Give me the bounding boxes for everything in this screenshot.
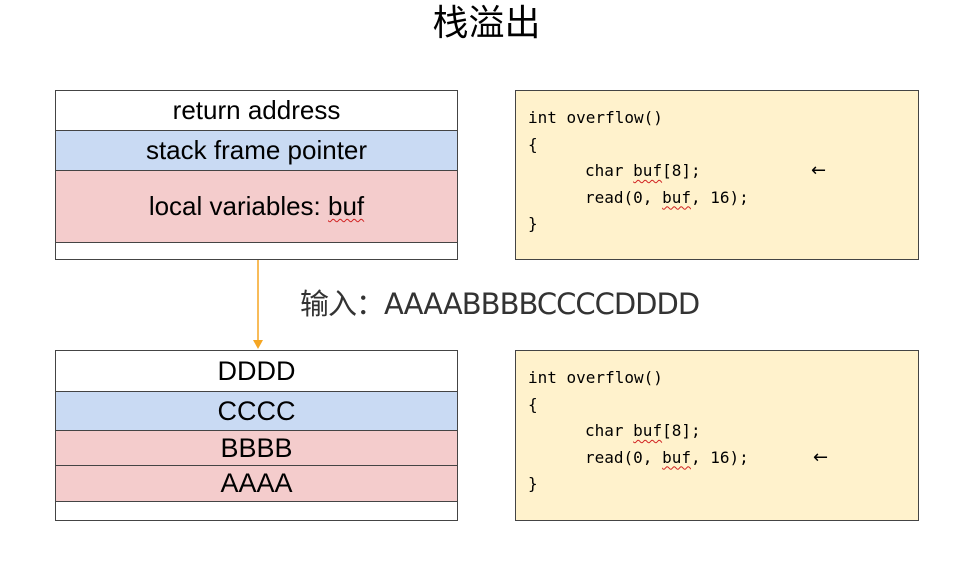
code-token: , 16);	[690, 447, 749, 467]
code-line: {	[528, 134, 538, 154]
code-token: read(0,	[585, 447, 663, 467]
code-token: [8];	[662, 421, 701, 440]
code-token: [8];	[662, 161, 701, 180]
code-line-read: read(0, buf, 16); ←	[528, 445, 918, 472]
code-line: {	[528, 394, 538, 414]
input-label: 输入：AAAABBBBCCCCDDDD	[300, 287, 700, 321]
current-line-arrow-icon: ←	[811, 160, 827, 181]
stack-cell-empty	[56, 243, 457, 259]
down-arrow-icon	[253, 260, 263, 349]
code-line: int overflow()	[528, 368, 663, 387]
code-token: char	[585, 421, 634, 440]
code-line-buf-decl: char buf[8];	[528, 418, 918, 445]
stack-after: DDDD CCCC BBBB AAAA	[55, 350, 458, 521]
code-block-after: int overflow() { char buf[8]; read(0, bu…	[515, 350, 919, 521]
stack-cell-bbbb: BBBB	[56, 431, 457, 466]
code-token-buf: buf	[662, 187, 691, 207]
code-line: }	[528, 474, 538, 493]
stack-cell-frame-pointer: stack frame pointer	[56, 131, 457, 171]
stack-cell-local-variables: local variables: buf	[56, 171, 457, 243]
code-token: char	[585, 161, 634, 180]
stack-cell-return-address: return address	[56, 91, 457, 131]
code-token-buf: buf	[633, 161, 663, 180]
code-token-buf: buf	[662, 447, 691, 467]
stack-before: return address stack frame pointer local…	[55, 90, 458, 260]
code-line: int overflow()	[528, 108, 663, 127]
local-variables-label: local variables:	[148, 191, 329, 221]
local-variables-buf: buf	[328, 191, 365, 221]
stack-cell-empty	[56, 502, 457, 520]
stack-cell-aaaa: AAAA	[56, 466, 457, 502]
code-line: }	[528, 214, 538, 233]
code-block-before: int overflow() { char buf[8];← read(0, b…	[515, 90, 919, 260]
current-line-arrow-icon: ←	[813, 446, 829, 468]
code-token-buf: buf	[633, 421, 663, 440]
diagram-title: 栈溢出	[432, 3, 541, 44]
stack-cell-dddd: DDDD	[56, 351, 457, 392]
code-line-buf-decl: char buf[8]; ←	[528, 158, 918, 185]
code-token: read(0,	[585, 187, 663, 207]
stack-cell-cccc: CCCC	[56, 392, 457, 431]
code-line-read: read(0, buf, 16);	[528, 185, 918, 212]
code-token: , 16);	[690, 187, 749, 207]
